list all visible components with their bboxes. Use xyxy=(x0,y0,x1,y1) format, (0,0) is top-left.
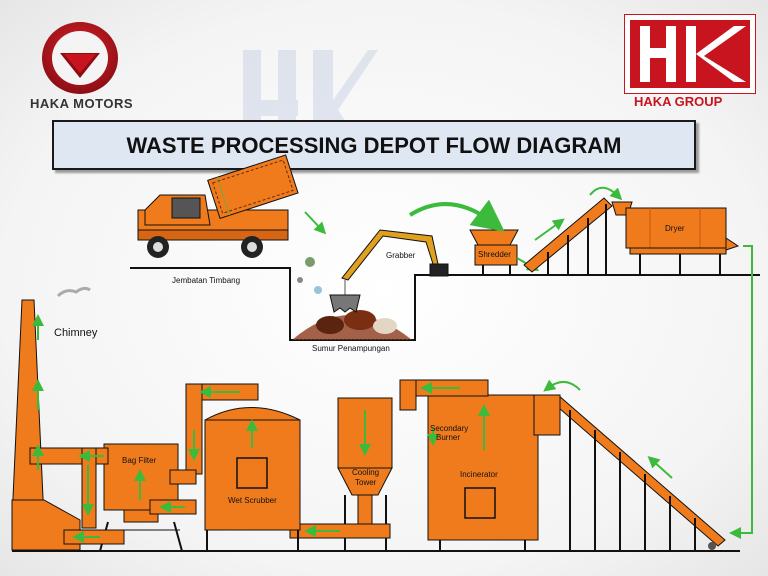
haka-motors-logo: HAKA MOTORS xyxy=(30,18,140,113)
haka-group-name: HAKA GROUP xyxy=(634,94,723,109)
incinerator-unit xyxy=(399,379,561,551)
label-cooling-tower-line1: Cooling xyxy=(352,468,380,477)
label-secondary-burner-line1: Secondary xyxy=(430,424,469,433)
lower-conveyor xyxy=(551,394,726,551)
label-grabber: Grabber xyxy=(386,251,416,260)
flow-arrow xyxy=(543,379,581,392)
label-dryer: Dryer xyxy=(665,224,685,233)
dryer-machine xyxy=(611,201,740,275)
label-chimney: Chimney xyxy=(54,327,98,339)
grabber-crane xyxy=(329,229,449,313)
flow-arrow xyxy=(408,199,505,232)
upper-conveyor xyxy=(523,197,613,275)
dump-truck xyxy=(137,154,299,258)
label-bag-filter: Bag Filter xyxy=(122,456,157,465)
flow-arrow xyxy=(304,211,327,235)
shredder-machine xyxy=(469,229,519,275)
flow-arrow xyxy=(647,455,673,479)
label-secondary-burner-line2: Burner xyxy=(436,433,461,442)
haka-group-logo: HAKA GROUP xyxy=(624,14,756,114)
label-cooling-tower-line2: Tower xyxy=(355,478,377,487)
haka-motors-name: HAKA MOTORS xyxy=(30,96,133,111)
title-banner: WASTE PROCESSING DEPOT FLOW DIAGRAM xyxy=(52,120,696,170)
flow-arrow xyxy=(589,186,623,201)
label-jembatan-timbang: Jembatan Timbang xyxy=(172,276,241,285)
label-shredder: Shredder xyxy=(478,250,511,259)
label-incinerator: Incinerator xyxy=(460,470,498,479)
page-title: WASTE PROCESSING DEPOT FLOW DIAGRAM xyxy=(126,133,622,158)
storage-pit xyxy=(292,257,412,341)
smoke xyxy=(56,286,91,298)
flow-arrow xyxy=(534,218,565,241)
label-sumur-penampungan: Sumur Penampungan xyxy=(312,344,390,353)
flow-arrow xyxy=(729,245,753,539)
label-wet-scrubber: Wet Scrubber xyxy=(228,496,277,505)
wet-scrubber-unit xyxy=(185,383,301,551)
